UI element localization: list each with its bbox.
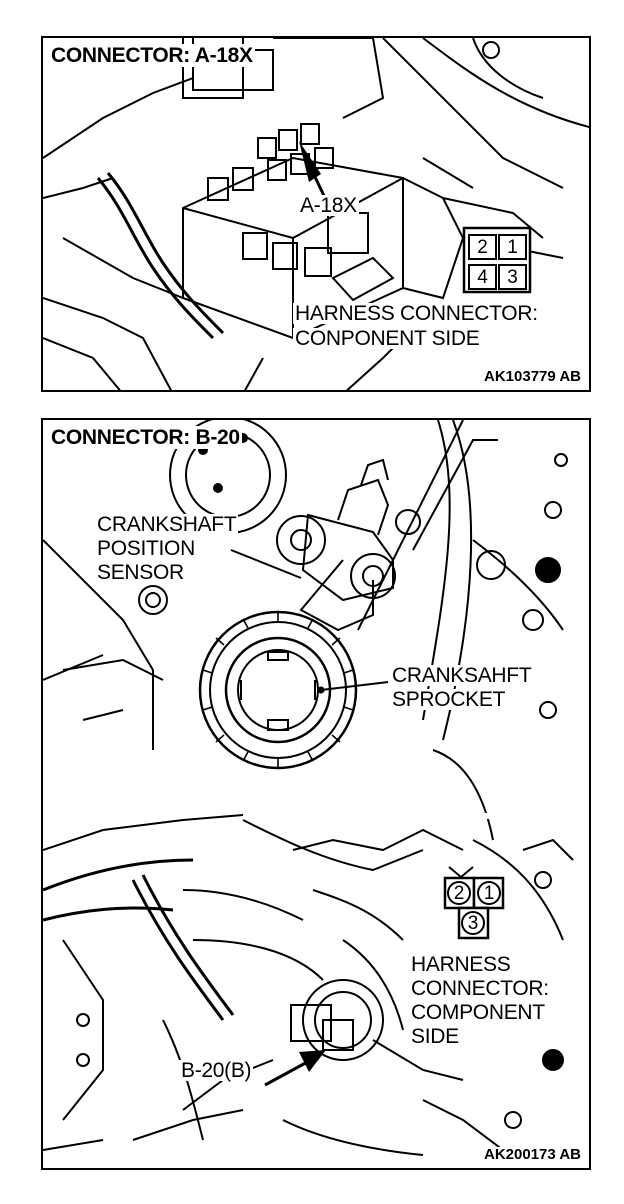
crankshaft-sensor-label-line1: CRANKSHAFT (95, 513, 239, 536)
figure-code: AK103779 AB (482, 368, 583, 385)
engine-bay-illustration (43, 38, 589, 390)
crankshaft-sensor-label-line2: POSITION (95, 537, 197, 560)
crankshaft-sensor-label-line3: SENSOR (95, 561, 186, 584)
harness-connector-label-line3: COMPONENT (409, 1001, 547, 1024)
a18x-callout: A-18X (298, 194, 359, 217)
pin-1: 1 (507, 237, 518, 258)
panel-b-title: CONNECTOR: B-20 (49, 426, 242, 449)
pin-4: 4 (477, 267, 488, 288)
panel-a-title: CONNECTOR: A-18X (49, 44, 255, 67)
crankshaft-illustration (43, 420, 589, 1156)
harness-connector-label-line1: HARNESS CONNECTOR: (293, 302, 540, 325)
pin-3: 3 (507, 267, 518, 288)
pin-1: 1 (483, 883, 495, 904)
connector-b20-panel: CONNECTOR: B-20 CRANKSHAFT POSITION SENS… (41, 418, 591, 1170)
pin-2: 2 (477, 237, 488, 258)
harness-connector-label-line4: SIDE (409, 1025, 461, 1048)
harness-connector-label-line2: CONPONENT SIDE (293, 327, 482, 350)
sprocket-label-line2: SPROCKET (390, 688, 508, 711)
pin-3: 3 (467, 913, 479, 934)
pin-2: 2 (453, 883, 465, 904)
harness-connector-label-line2: CONNECTOR: (409, 977, 551, 1000)
figure-code: AK200173 AB (482, 1146, 583, 1163)
connector-a18x-panel: CONNECTOR: A-18X A-18X 2 1 4 3 HARNESS C… (41, 36, 591, 392)
harness-connector-label-line1: HARNESS (409, 953, 513, 976)
sprocket-label-line1: CRANKSAHFT (390, 664, 534, 687)
b20-callout: B-20(B) (179, 1059, 254, 1082)
